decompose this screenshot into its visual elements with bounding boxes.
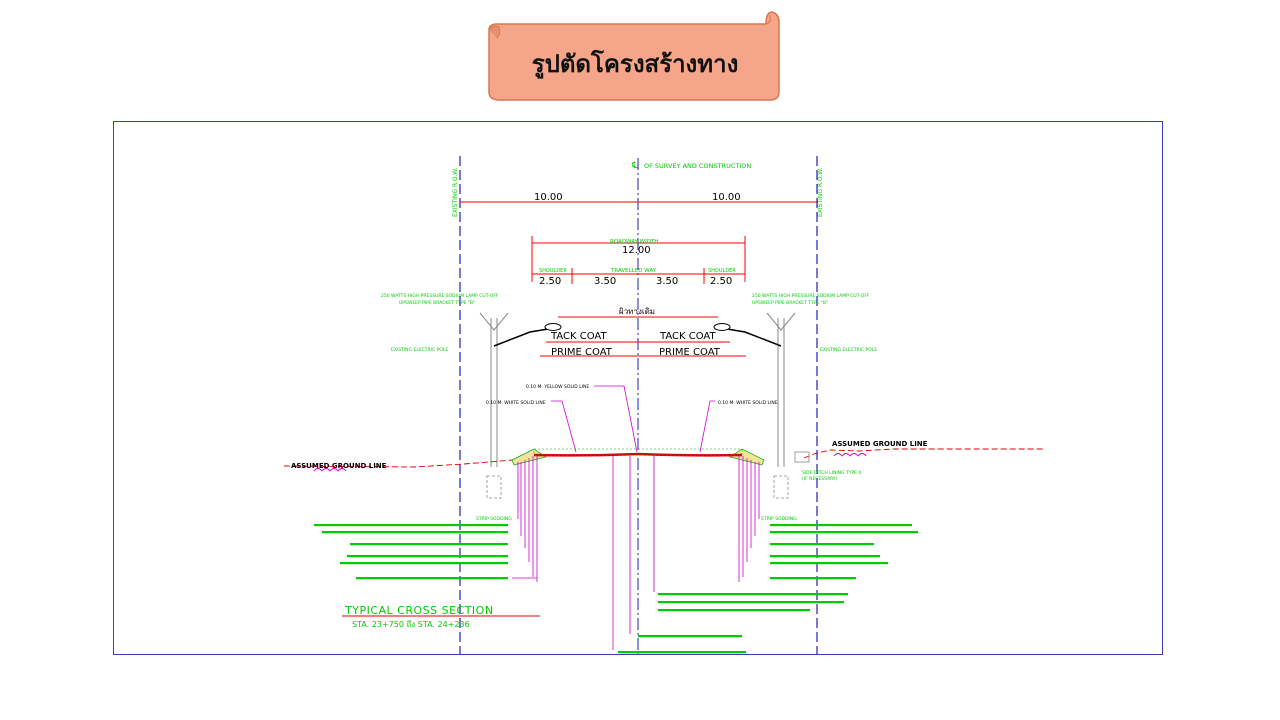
travelled-way-label: TRAVELLED WAY <box>610 268 657 274</box>
centerline-symbol: ℄ <box>631 161 638 171</box>
layer-notes-center <box>618 593 848 654</box>
roadway-width: 12.00 <box>622 245 651 256</box>
pole-label-right: EXISTING ELECTRIC POLE <box>820 347 877 353</box>
ground-hatch-right <box>833 453 867 457</box>
banner-curl-left <box>488 25 501 39</box>
lamp-label-right: 250 WATTS HIGH PRESSURE SODIUM LAMP CUT-… <box>752 293 870 299</box>
banner-curl-right <box>765 14 771 25</box>
title-banner <box>488 11 780 101</box>
centerline-label: OF SURVEY AND CONSTRUCTION <box>644 162 751 170</box>
leader-white-line-left <box>551 400 577 453</box>
ground-line-left <box>283 459 513 468</box>
roadway-width-label: ROADWAY WIDTH <box>610 239 658 245</box>
lane-left-width: 3.50 <box>594 276 616 287</box>
yellow-line-label: 0.10 M. YELLOW SOLID LINE <box>526 384 589 390</box>
prime-coat-left: PRIME COAT <box>551 347 613 358</box>
street-light-left <box>479 312 562 499</box>
tack-coat-right: TACK COAT <box>659 331 716 342</box>
pavement-surface <box>533 452 743 457</box>
section-title: TYPICAL CROSS SECTION <box>344 604 494 617</box>
slide-title: รูปตัดโครงสร้างทาง <box>531 50 739 78</box>
street-light-right <box>713 312 796 499</box>
layer-notes-right <box>770 524 918 580</box>
pole-label-left: EXISTING ELECTRIC POLE <box>391 347 448 353</box>
cross-section-svg: ℄ OF SURVEY AND CONSTRUCTION EXISTING R.… <box>283 156 1044 654</box>
half-width-right: 10.00 <box>712 192 741 203</box>
bracket-label-left: UPSWEEP PIPE BRACKET TYPE "B" <box>399 300 475 306</box>
embankment-left <box>511 448 547 466</box>
leader-yellow-line <box>594 385 638 453</box>
ground-hatch-left <box>313 468 347 472</box>
leader-white-line-right <box>699 400 715 453</box>
ditch-lining-label: SIDE DITCH LINING TYPE II <box>802 470 861 476</box>
layer-notes-left <box>314 524 508 580</box>
row-label-left: EXISTING R.O.W. <box>452 168 459 217</box>
white-line-label-right: 0.10 M. WHITE SOLID LINE <box>718 400 778 406</box>
shoulder-right-label: SHOULDER <box>708 268 736 274</box>
prime-coat-right: PRIME COAT <box>659 347 721 358</box>
strip-sodding-right: STRIP SODDING <box>761 516 797 522</box>
bracket-label-right: UPSWEEP PIPE BRACKET TYPE "B" <box>752 300 828 306</box>
leaders-center-layers <box>612 456 655 650</box>
strip-sodding-left: STRIP SODDING <box>476 516 512 522</box>
side-ditch <box>794 451 810 463</box>
white-line-label-left: 0.10 M. WHITE SOLID LINE <box>486 400 546 406</box>
ground-label-right: ASSUMED GROUND LINE <box>832 440 928 448</box>
station-range: STA. 23+750 ถึง STA. 24+236 <box>352 620 470 629</box>
if-necessary-label: (IF NECESSARY) <box>802 476 838 482</box>
ground-label-left: ASSUMED GROUND LINE <box>291 462 387 470</box>
leaders-right-layers <box>738 456 760 582</box>
existing-road-label: ผิวทางเดิม <box>619 307 655 316</box>
ground-line-right <box>803 448 1044 459</box>
pavement-base <box>533 448 743 456</box>
shoulder-right-width: 2.50 <box>710 276 732 287</box>
shoulder-left-label: SHOULDER <box>539 268 567 274</box>
shoulder-left-width: 2.50 <box>539 276 561 287</box>
leaders-left-layers <box>512 456 538 582</box>
row-label-right: EXISTING R.O.W. <box>817 168 824 217</box>
embankment-right <box>729 448 765 466</box>
lamp-label-left: 250 WATTS HIGH PRESSURE SODIUM LAMP CUT-… <box>381 293 499 299</box>
cross-section-drawing: ℄ OF SURVEY AND CONSTRUCTION EXISTING R.… <box>113 121 1163 655</box>
lane-right-width: 3.50 <box>656 276 678 287</box>
half-width-left: 10.00 <box>534 192 563 203</box>
tack-coat-left: TACK COAT <box>550 331 607 342</box>
